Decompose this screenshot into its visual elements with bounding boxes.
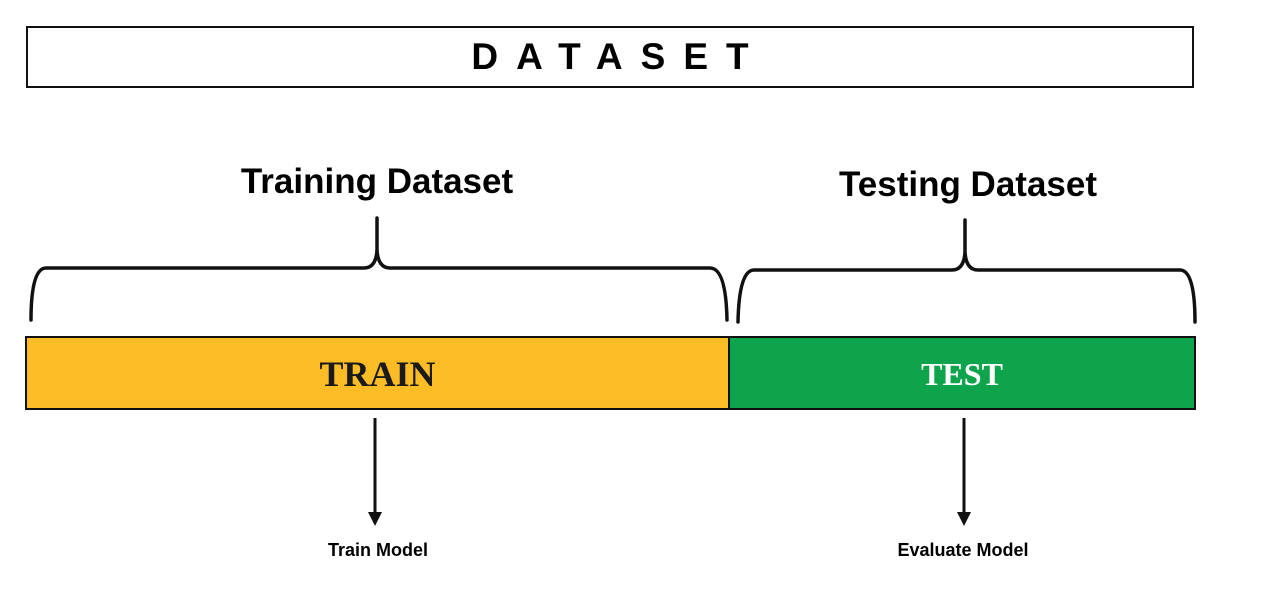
test-bar-label: TEST	[921, 355, 1003, 392]
training-brace	[29, 216, 729, 322]
train-bar-label: TRAIN	[319, 354, 436, 394]
training-dataset-heading: Training Dataset	[240, 162, 514, 201]
dataset-title: DATASET	[471, 36, 767, 77]
testing-brace	[736, 218, 1197, 324]
testing-dataset-heading: Testing Dataset	[838, 165, 1098, 204]
dataset-box: DATASET	[26, 26, 1194, 88]
evaluate-model-label: Evaluate Model	[897, 540, 1029, 560]
test-bar: TEST	[728, 336, 1196, 410]
train-arrow	[368, 418, 382, 526]
test-arrow	[957, 418, 971, 526]
train-bar: TRAIN	[25, 336, 729, 410]
train-model-label: Train Model	[327, 540, 429, 560]
